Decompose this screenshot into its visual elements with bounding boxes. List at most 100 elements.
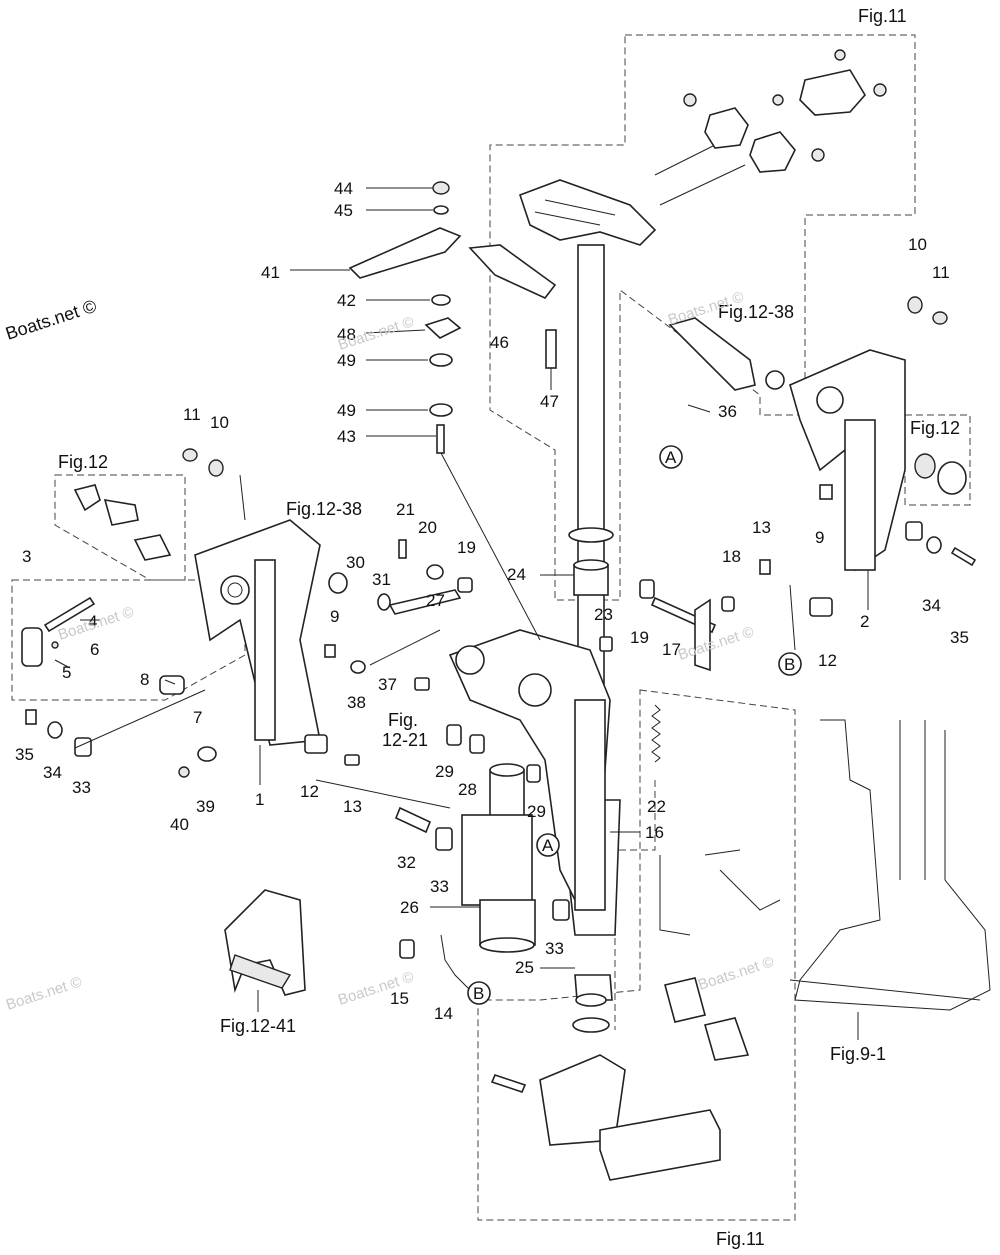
part-label: 22 <box>647 797 666 816</box>
part-label: 15 <box>390 989 409 1008</box>
fig12-left-boundary <box>54 474 186 581</box>
part-label: 46 <box>490 333 509 352</box>
part-label: 30 <box>346 553 365 572</box>
part-label: 28 <box>458 780 477 799</box>
part-label: 4 <box>88 612 97 631</box>
part-label: 29 <box>527 802 546 821</box>
part-label: 34 <box>922 596 941 615</box>
part-label: 16 <box>645 823 664 842</box>
watermark-faint: Boats.net © <box>336 313 416 353</box>
part-label: 19 <box>630 628 649 647</box>
part-label: 11 <box>183 405 201 424</box>
part-label: 42 <box>337 291 356 310</box>
fig12-21-ref-line1: Fig. <box>388 710 418 730</box>
part-label: 49 <box>337 401 356 420</box>
part-label: 7 <box>193 708 202 727</box>
part-label: 38 <box>347 693 366 712</box>
part-label: 21 <box>396 500 415 519</box>
part-label: 26 <box>400 898 419 917</box>
part-label: 43 <box>337 427 356 446</box>
part-label: 9 <box>815 528 824 547</box>
part-label: 19 <box>457 538 476 557</box>
watermark-faint: Boats.net © <box>4 973 84 1013</box>
part-label: 37 <box>378 675 397 694</box>
bracket-ref-boundary <box>614 780 656 1030</box>
connector-a-mark: A <box>665 448 677 467</box>
part-label: 24 <box>507 565 526 584</box>
fig9-1-ref: Fig.9-1 <box>830 1044 886 1064</box>
connector-b-mark: B <box>784 655 795 674</box>
part-label: 25 <box>515 958 534 977</box>
fig12-left-ref: Fig.12 <box>58 452 108 472</box>
part-label: 27 <box>426 591 445 610</box>
fig12-41-grip <box>224 889 306 996</box>
part-label: 18 <box>722 547 741 566</box>
part-label: 12 <box>300 782 319 801</box>
tilt-cylinder <box>461 763 536 953</box>
part-label: 13 <box>752 518 771 537</box>
part-label: 13 <box>343 797 362 816</box>
part-label: 10 <box>210 413 229 432</box>
part-label: 40 <box>170 815 189 834</box>
fig11-top-ref: Fig.11 <box>858 6 907 26</box>
steering-arm-assembly <box>518 49 887 246</box>
part-label: 33 <box>72 778 91 797</box>
part-label: 41 <box>261 263 280 282</box>
connector-marks: A A B B <box>467 445 802 1005</box>
left-clamp-bracket <box>73 484 321 746</box>
part-label: 6 <box>90 640 99 659</box>
fig12-right-ref: Fig.12 <box>910 418 960 438</box>
part-label: 10 <box>908 235 927 254</box>
right-clamp-bracket <box>668 317 967 572</box>
small-hardware <box>25 296 977 1033</box>
part-label: 45 <box>334 201 353 220</box>
part-label: 29 <box>435 762 454 781</box>
watermark-faint: Boats.net © <box>696 953 776 993</box>
part-label: 3 <box>22 547 31 566</box>
part-label: 14 <box>434 1004 453 1023</box>
part-label: 39 <box>196 797 215 816</box>
item3-group-boundary <box>11 579 246 701</box>
part-label: 36 <box>718 402 737 421</box>
watermark-faint: Boats.net © <box>676 623 756 663</box>
lower-unit-outline <box>789 719 991 1011</box>
fig12-38-right-ref: Fig.12-38 <box>718 302 794 322</box>
fig11-bottom-ref: Fig.11 <box>716 1229 765 1249</box>
swivel-bracket <box>448 629 611 911</box>
part-label: 5 <box>62 663 71 682</box>
part-label: 12 <box>818 651 837 670</box>
fig11-bottom-boundary <box>477 689 796 1221</box>
leader-lines <box>54 187 869 1040</box>
part-label: 47 <box>540 392 559 411</box>
part-label: 2 <box>860 612 869 631</box>
part-label: 44 <box>334 179 353 198</box>
part-label: 32 <box>397 853 416 872</box>
part-label: 48 <box>337 325 356 344</box>
connector-a-mark: A <box>542 836 554 855</box>
part-label: 11 <box>932 263 950 282</box>
watermark-main: Boats.net © <box>3 296 99 344</box>
fig12-21-ref-line2: 12-21 <box>382 730 428 750</box>
figure-references: Fig.11 Fig.11 Fig.12 Fig.12 Fig.12-38 Fi… <box>58 6 960 1249</box>
part-label: 20 <box>418 518 437 537</box>
lower-mount-assembly <box>490 849 781 1181</box>
part-label: 33 <box>430 877 449 896</box>
fig11-top-boundary <box>489 34 916 601</box>
part-label: 23 <box>594 605 613 624</box>
part-label: 33 <box>545 939 564 958</box>
part-label: 49 <box>337 351 356 370</box>
part-label: 17 <box>662 640 681 659</box>
part-label: 1 <box>255 790 264 809</box>
part-label: 9 <box>330 607 339 626</box>
part-label: 35 <box>15 745 34 764</box>
part-label: 8 <box>140 670 149 689</box>
part-labels: 1 2 3 4 5 6 7 8 9 9 10 10 11 11 12 12 12… <box>15 179 969 1023</box>
fig12-right-boundary <box>904 414 971 506</box>
part-label: 31 <box>372 570 391 589</box>
connector-b-mark: B <box>473 984 484 1003</box>
fig12-38-left-ref: Fig.12-38 <box>286 499 362 519</box>
fig12-41-ref: Fig.12-41 <box>220 1016 296 1036</box>
part-label: 34 <box>43 763 62 782</box>
watermark-faint: Boats.net © <box>56 603 136 643</box>
